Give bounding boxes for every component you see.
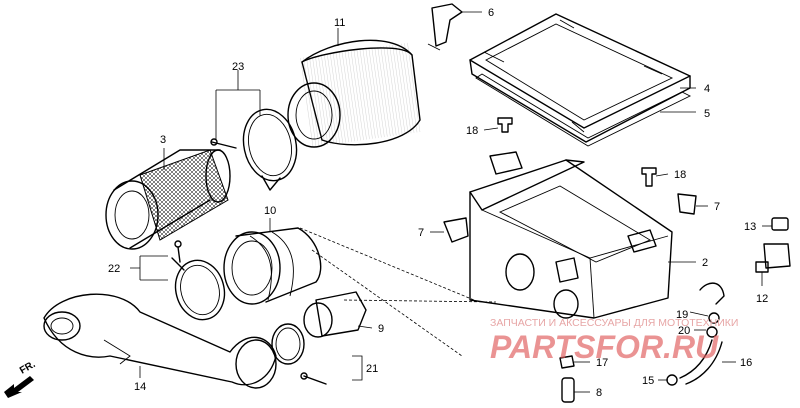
callout-3: 3 xyxy=(160,134,166,146)
callout-23: 23 xyxy=(232,61,244,73)
air-cleaner-case xyxy=(469,151,673,319)
callout-21: 21 xyxy=(366,363,378,375)
front-arrow-icon xyxy=(4,376,34,398)
drain-connector xyxy=(755,243,791,273)
hose-clamp-lower xyxy=(171,240,226,321)
callout-11: 11 xyxy=(334,17,345,29)
clip-left xyxy=(443,217,469,243)
rivet-upper xyxy=(497,117,513,133)
drain-plug-clip xyxy=(559,355,575,369)
callout-18-lower: 18 xyxy=(674,169,686,181)
connecting-tube xyxy=(223,227,322,305)
callout-7-left: 7 xyxy=(418,227,424,239)
callout-16: 16 xyxy=(740,357,752,369)
callout-15: 15 xyxy=(642,375,654,387)
rubber-boot xyxy=(303,291,367,338)
callout-4: 4 xyxy=(704,83,710,95)
drain-tube xyxy=(679,282,725,385)
air-cleaner-cover xyxy=(469,13,691,143)
callout-22: 22 xyxy=(108,263,120,275)
cap xyxy=(771,217,789,231)
callout-13: 13 xyxy=(744,221,756,233)
front-label: FR. xyxy=(18,359,38,377)
callout-9: 9 xyxy=(378,323,384,335)
callout-14: 14 xyxy=(134,381,146,393)
watermark-tagline: ЗАПЧАСТИ И АКСЕССУАРЫ ДЛЯ МОТОТЕХНИКИ xyxy=(490,317,738,329)
hose-clamp-upper xyxy=(210,108,298,191)
callout-6: 6 xyxy=(488,7,494,19)
callout-5: 5 xyxy=(704,108,710,120)
tube-clip-lower xyxy=(706,326,718,338)
drain-plug xyxy=(561,377,575,403)
hose-clamp-small xyxy=(271,323,327,385)
callout-7-right: 7 xyxy=(714,201,720,213)
callout-12: 12 xyxy=(756,293,768,305)
air-filter-element xyxy=(287,39,421,148)
strap-clip xyxy=(427,3,463,51)
clip-right xyxy=(677,193,697,215)
watermark-brand: PARTSFOR.RU xyxy=(490,329,719,365)
leader-lines xyxy=(130,11,772,393)
callout-2: 2 xyxy=(702,257,708,269)
rivet-lower xyxy=(641,167,657,187)
callout-20: 20 xyxy=(678,325,690,337)
intake-funnel xyxy=(105,149,231,250)
callout-17: 17 xyxy=(596,357,608,369)
front-direction-indicator: FR. xyxy=(4,359,38,398)
watermark: ЗАПЧАСТИ И АКСЕССУАРЫ ДЛЯ МОТОТЕХНИКИ PA… xyxy=(490,317,738,365)
callout-19: 19 xyxy=(676,309,688,321)
callout-8: 8 xyxy=(596,387,602,399)
tube-clip-upper xyxy=(708,312,720,324)
callout-18-upper: 18 xyxy=(466,125,478,137)
callout-labels: 11 6 23 4 5 3 18 18 7 7 10 13 2 22 12 9 … xyxy=(108,7,768,399)
tube-clamp xyxy=(666,374,678,386)
callout-10: 10 xyxy=(264,205,276,217)
cover-gasket xyxy=(475,73,692,147)
intake-duct xyxy=(43,293,277,389)
